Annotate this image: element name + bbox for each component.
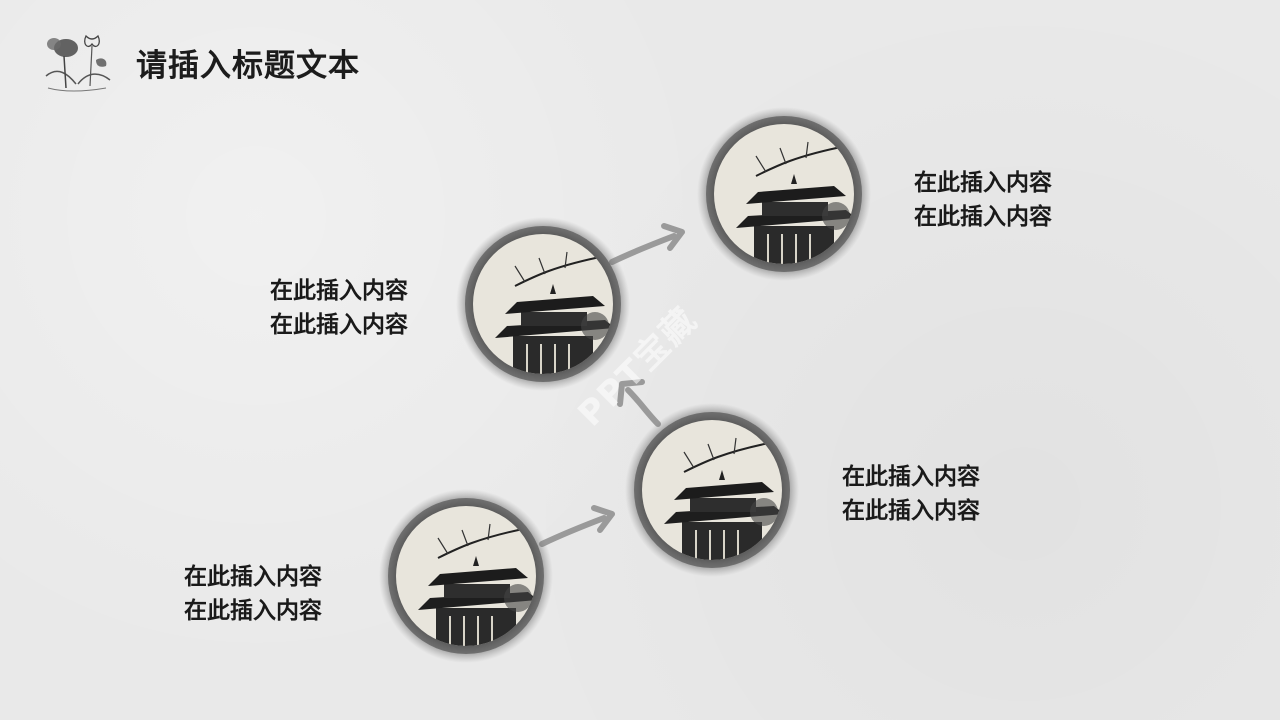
caption-item-2: 在此插入内容 在此插入内容 bbox=[842, 460, 980, 528]
caption-item-4: 在此插入内容 在此插入内容 bbox=[914, 166, 1052, 234]
lotus-ink-icon bbox=[38, 26, 114, 96]
caption-line-2: 在此插入内容 bbox=[842, 497, 980, 524]
caption-item-1: 在此插入内容 在此插入内容 bbox=[184, 560, 322, 628]
caption-line-2: 在此插入内容 bbox=[914, 203, 1052, 230]
caption-item-3: 在此插入内容 在此插入内容 bbox=[270, 274, 408, 342]
pavilion-photo bbox=[696, 106, 872, 282]
pavilion-photo bbox=[624, 402, 800, 578]
arrow-icon bbox=[539, 505, 615, 547]
caption-line-1: 在此插入内容 bbox=[842, 463, 980, 490]
pavilion-photo bbox=[378, 488, 554, 664]
page-title: 请插入标题文本 bbox=[136, 48, 360, 84]
arrow-icon bbox=[617, 379, 661, 427]
caption-line-2: 在此插入内容 bbox=[184, 597, 322, 624]
pavilion-photo bbox=[455, 216, 631, 392]
caption-line-1: 在此插入内容 bbox=[184, 563, 322, 590]
caption-line-1: 在此插入内容 bbox=[270, 277, 408, 304]
arrow-icon bbox=[609, 223, 685, 265]
caption-line-1: 在此插入内容 bbox=[914, 169, 1052, 196]
caption-line-2: 在此插入内容 bbox=[270, 311, 408, 338]
